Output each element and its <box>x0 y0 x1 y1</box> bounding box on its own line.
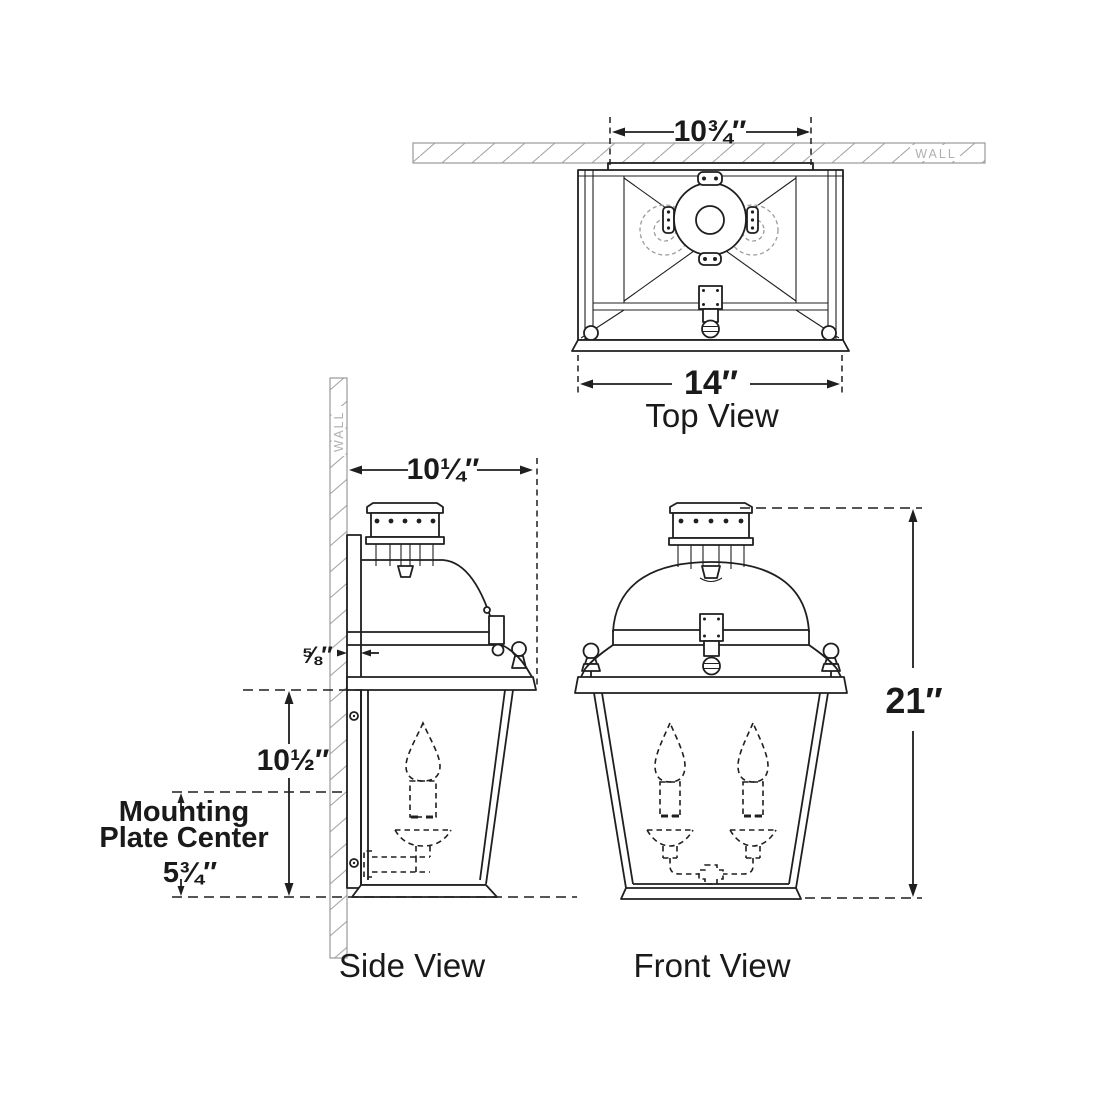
dim-label-overall-height: 21″ <box>885 680 942 721</box>
front-latch <box>699 613 724 676</box>
dim-front-height: 21″ <box>740 507 943 899</box>
dim-top-plate-width: 10¾″ <box>609 115 812 168</box>
top-wall-label: WALL <box>915 147 957 161</box>
dim-top-overall-width: 14″ <box>577 355 843 402</box>
door-latch-top <box>698 285 723 339</box>
front-candle-left <box>646 720 694 859</box>
dim-label-mounting-height: 5¾″ <box>163 857 217 889</box>
side-view-wall: WALL <box>329 377 348 959</box>
dim-side-body-height: 10½″ <box>257 691 330 896</box>
dim-side-depth: 10¼″ <box>349 453 538 686</box>
front-finial-right <box>821 642 841 677</box>
dim-label-plate-width: 10¾″ <box>674 115 747 148</box>
front-view: 21″ Front View <box>574 502 943 984</box>
dim-label-body-height: 10½″ <box>257 744 330 777</box>
top-view-fixture <box>571 169 850 352</box>
front-candle-arms <box>669 858 754 885</box>
chimney-hub-top <box>673 171 747 266</box>
side-lantern <box>346 502 537 898</box>
mounting-label-line2: Plate Center <box>99 822 268 854</box>
side-latch <box>488 615 505 657</box>
side-view-caption: Side View <box>339 947 485 984</box>
dim-side-mounting-height: Mounting Plate Center 5¾″ <box>99 793 269 896</box>
dim-label-wall-offset: ⅝″ <box>301 642 333 669</box>
finial-left-top <box>583 325 599 341</box>
finial-right-top <box>821 325 837 341</box>
bracket-left-top <box>662 206 675 234</box>
side-view: WALL <box>99 377 577 984</box>
front-finial-left <box>581 642 601 677</box>
top-view-wall: WALL <box>412 142 986 164</box>
bracket-right-top <box>746 206 759 234</box>
mounting-label-line1: Mounting <box>119 796 249 828</box>
side-wall-label: WALL <box>332 410 346 452</box>
front-view-caption: Front View <box>633 947 790 984</box>
top-view-caption: Top View <box>645 397 778 434</box>
front-candle-right <box>729 720 777 859</box>
top-view: WALL <box>412 115 986 434</box>
dim-label-depth: 10¼″ <box>407 453 480 486</box>
front-lantern <box>574 502 848 900</box>
dim-label-overall-width: 14″ <box>684 364 738 402</box>
dim-side-wall-offset: ⅝″ <box>301 642 379 669</box>
side-finial <box>511 641 527 669</box>
side-backplate <box>346 534 362 889</box>
side-candle <box>363 720 452 878</box>
